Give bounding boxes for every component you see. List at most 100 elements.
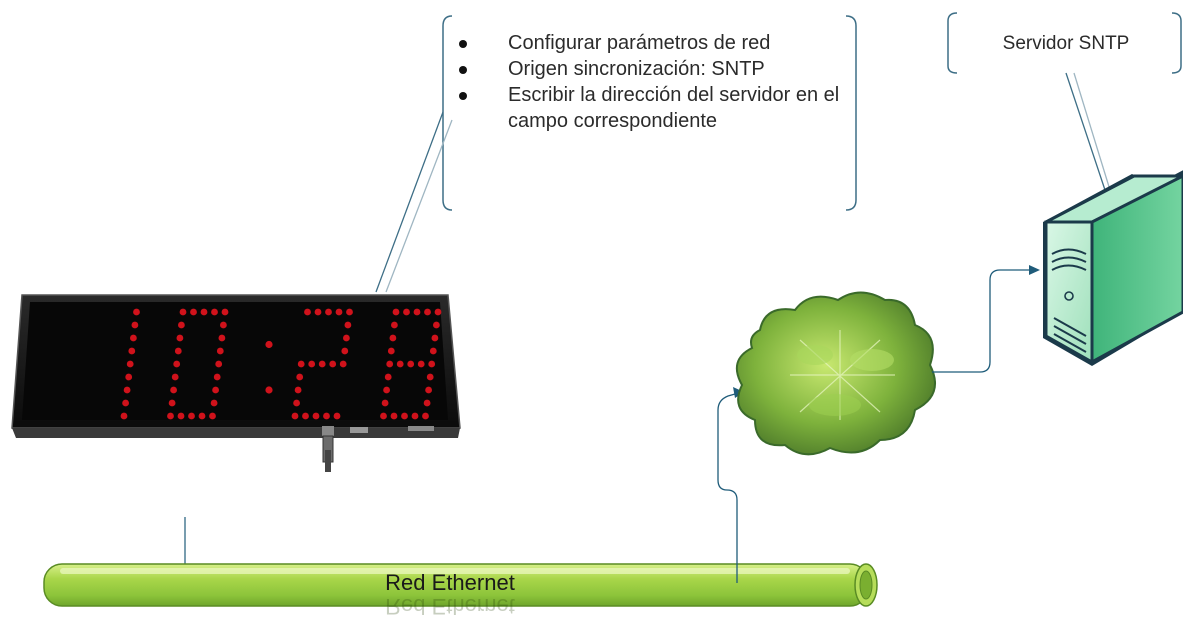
led-dot bbox=[308, 360, 316, 368]
led-dot bbox=[389, 334, 397, 342]
led-dot bbox=[213, 373, 221, 381]
led-dot bbox=[312, 412, 320, 420]
instruction-item: Configurar parámetros de red bbox=[452, 30, 852, 56]
led-dot bbox=[218, 334, 226, 342]
led-dot bbox=[422, 412, 429, 420]
led-dot bbox=[293, 399, 300, 407]
led-dot bbox=[391, 321, 398, 329]
server-label-box bbox=[947, 12, 1182, 74]
led-dot bbox=[335, 308, 343, 316]
cloud-to-server-connector bbox=[932, 269, 1032, 373]
led-dot bbox=[386, 360, 394, 368]
led-dot bbox=[411, 412, 419, 420]
led-dot bbox=[433, 321, 440, 329]
led-dot bbox=[333, 412, 341, 420]
led-dot bbox=[329, 360, 337, 368]
led-dot bbox=[302, 412, 309, 420]
led-dot bbox=[429, 347, 437, 355]
cloud-icon bbox=[735, 291, 936, 456]
led-dot bbox=[392, 308, 400, 316]
led-dot bbox=[200, 308, 208, 316]
led-dot bbox=[126, 360, 134, 368]
led-dot bbox=[178, 321, 185, 329]
led-dot bbox=[177, 412, 185, 420]
led-dot bbox=[220, 321, 227, 329]
network-diagram bbox=[11, 12, 1183, 607]
led-dot bbox=[123, 386, 131, 394]
led-dot bbox=[171, 373, 179, 381]
led-dot bbox=[314, 308, 322, 316]
led-dot bbox=[428, 360, 436, 368]
led-dot bbox=[296, 373, 304, 381]
led-dot bbox=[173, 360, 181, 368]
led-dot bbox=[170, 386, 178, 394]
led-dot bbox=[167, 412, 174, 420]
led-dot bbox=[297, 360, 305, 368]
led-dot bbox=[346, 308, 353, 316]
led-dot bbox=[291, 412, 299, 420]
led-dot bbox=[423, 399, 431, 407]
server-label: Servidor SNTP bbox=[1002, 33, 1130, 54]
led-dot bbox=[133, 308, 140, 316]
led-dot bbox=[387, 347, 395, 355]
led-dot bbox=[209, 412, 216, 420]
led-dot bbox=[343, 334, 350, 342]
led-dot bbox=[403, 308, 410, 316]
server-icon bbox=[1043, 170, 1183, 366]
clock-display bbox=[120, 308, 442, 420]
led-dot bbox=[211, 308, 218, 316]
led-dot bbox=[221, 308, 229, 316]
led-dot bbox=[344, 321, 352, 329]
led-dot bbox=[424, 308, 431, 316]
led-dot bbox=[339, 360, 347, 368]
server-pointer bbox=[1065, 72, 1111, 191]
led-dot bbox=[407, 360, 415, 368]
led-dot bbox=[122, 399, 129, 407]
clock-colon-dot bbox=[265, 340, 273, 349]
led-dot bbox=[188, 412, 195, 420]
callout-pointer bbox=[375, 111, 453, 293]
led-dot bbox=[216, 347, 224, 355]
led-dot bbox=[390, 412, 398, 420]
led-dot bbox=[434, 308, 442, 316]
led-dot bbox=[413, 308, 421, 316]
network-label-reflection: Red Ethernet bbox=[385, 594, 515, 619]
instruction-list: Configurar parámetros de red Origen sinc… bbox=[452, 30, 852, 134]
led-dot bbox=[304, 308, 311, 316]
led-dot bbox=[431, 334, 439, 342]
led-dot bbox=[131, 321, 139, 329]
led-dot bbox=[120, 412, 128, 420]
led-dot bbox=[125, 373, 133, 381]
led-dot bbox=[128, 347, 136, 355]
led-dot bbox=[294, 386, 302, 394]
led-dot bbox=[130, 334, 137, 342]
led-dot bbox=[384, 373, 392, 381]
led-dot bbox=[383, 386, 390, 394]
led-dot bbox=[426, 373, 434, 381]
led-dot bbox=[380, 412, 387, 420]
led-dot bbox=[381, 399, 389, 407]
led-dot bbox=[325, 308, 332, 316]
led-dot bbox=[323, 412, 330, 420]
led-dot bbox=[318, 360, 326, 368]
led-dot bbox=[341, 347, 349, 355]
led-dot bbox=[210, 399, 218, 407]
pipe-to-cloud-connector bbox=[717, 391, 743, 583]
network-label: Red Ethernet bbox=[385, 570, 515, 595]
led-dot bbox=[396, 360, 404, 368]
led-dot bbox=[401, 412, 408, 420]
callout-text: Configurar parámetros de red Origen sinc… bbox=[452, 30, 852, 134]
led-dot bbox=[425, 386, 432, 394]
clock-colon-dot bbox=[265, 386, 273, 394]
led-dot bbox=[190, 308, 197, 316]
led-dot bbox=[176, 334, 184, 342]
led-dot bbox=[212, 386, 220, 394]
led-dot bbox=[215, 360, 223, 368]
led-dot bbox=[168, 399, 176, 407]
instruction-item: Escribir la dirección del servidor en el… bbox=[452, 82, 852, 134]
led-clock-icon bbox=[11, 294, 461, 472]
instruction-item: Origen sincronización: SNTP bbox=[452, 56, 852, 82]
led-dot bbox=[198, 412, 206, 420]
led-dot bbox=[174, 347, 182, 355]
ethernet-pipe bbox=[43, 563, 878, 607]
